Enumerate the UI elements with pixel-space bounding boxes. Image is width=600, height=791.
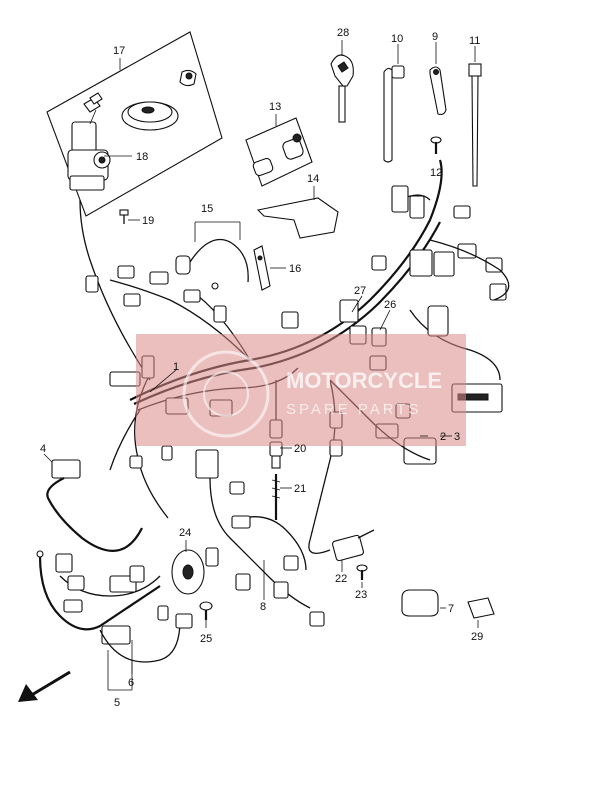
callout-10: 10 bbox=[391, 33, 403, 45]
key-28 bbox=[330, 40, 354, 123]
clamp-9 bbox=[429, 42, 447, 116]
callout-3: 3 bbox=[454, 431, 460, 443]
bracket-16 bbox=[253, 245, 286, 291]
callout-1: 1 bbox=[173, 361, 179, 373]
watermark: MOTORCYCLE SPARE PARTS bbox=[136, 334, 466, 446]
callout-13: 13 bbox=[269, 101, 281, 113]
callout-12: 12 bbox=[430, 167, 442, 179]
callout-9: 9 bbox=[432, 31, 438, 43]
callout-20: 20 bbox=[294, 443, 306, 455]
callout-14: 14 bbox=[307, 173, 319, 185]
callout-7: 7 bbox=[448, 603, 454, 615]
pad-29 bbox=[467, 597, 495, 619]
sub-harness-5 bbox=[36, 550, 193, 663]
callout-11: 11 bbox=[469, 35, 480, 47]
callout-26: 26 bbox=[384, 299, 396, 311]
callout-25: 25 bbox=[200, 633, 212, 645]
rod-21 bbox=[271, 474, 281, 520]
callout-labels: 17 18 19 28 10 9 11 12 13 14 15 16 27 26… bbox=[40, 27, 483, 709]
callout-8: 8 bbox=[260, 601, 266, 613]
horn-24 bbox=[171, 547, 219, 595]
callout-2: 2 bbox=[440, 431, 446, 443]
callout-18: 18 bbox=[136, 151, 148, 163]
callout-24: 24 bbox=[179, 527, 191, 539]
callout-16: 16 bbox=[289, 263, 301, 275]
watermark-subtitle: SPARE PARTS bbox=[286, 401, 422, 418]
callout-5: 5 bbox=[114, 697, 120, 709]
callout-15: 15 bbox=[201, 203, 213, 215]
cover-7 bbox=[401, 589, 439, 617]
callout-28: 28 bbox=[337, 27, 349, 39]
callout-4: 4 bbox=[40, 443, 46, 455]
callout-29: 29 bbox=[471, 631, 483, 643]
callout-22: 22 bbox=[335, 573, 347, 585]
front-direction-arrow bbox=[18, 670, 71, 702]
pad-14 bbox=[256, 186, 339, 239]
callout-19: 19 bbox=[142, 215, 154, 227]
ignition-lock-set bbox=[46, 31, 223, 217]
relay-22 bbox=[332, 529, 375, 580]
callout-17: 17 bbox=[113, 45, 125, 57]
cable-tie-11 bbox=[468, 46, 482, 187]
callout-21: 21 bbox=[294, 483, 306, 495]
screw-19 bbox=[119, 209, 129, 224]
leader-lines bbox=[43, 58, 479, 691]
watermark-brand: MOTORCYCLE bbox=[286, 368, 442, 393]
callout-27: 27 bbox=[354, 285, 366, 297]
screw-12 bbox=[430, 136, 442, 154]
bushing-set-13 bbox=[245, 114, 313, 187]
bolt-25 bbox=[199, 601, 213, 620]
wire-15 bbox=[175, 221, 249, 290]
wire-4 bbox=[46, 459, 143, 552]
clamp-10 bbox=[383, 44, 405, 163]
callout-6: 6 bbox=[128, 677, 134, 689]
callout-23: 23 bbox=[355, 589, 367, 601]
